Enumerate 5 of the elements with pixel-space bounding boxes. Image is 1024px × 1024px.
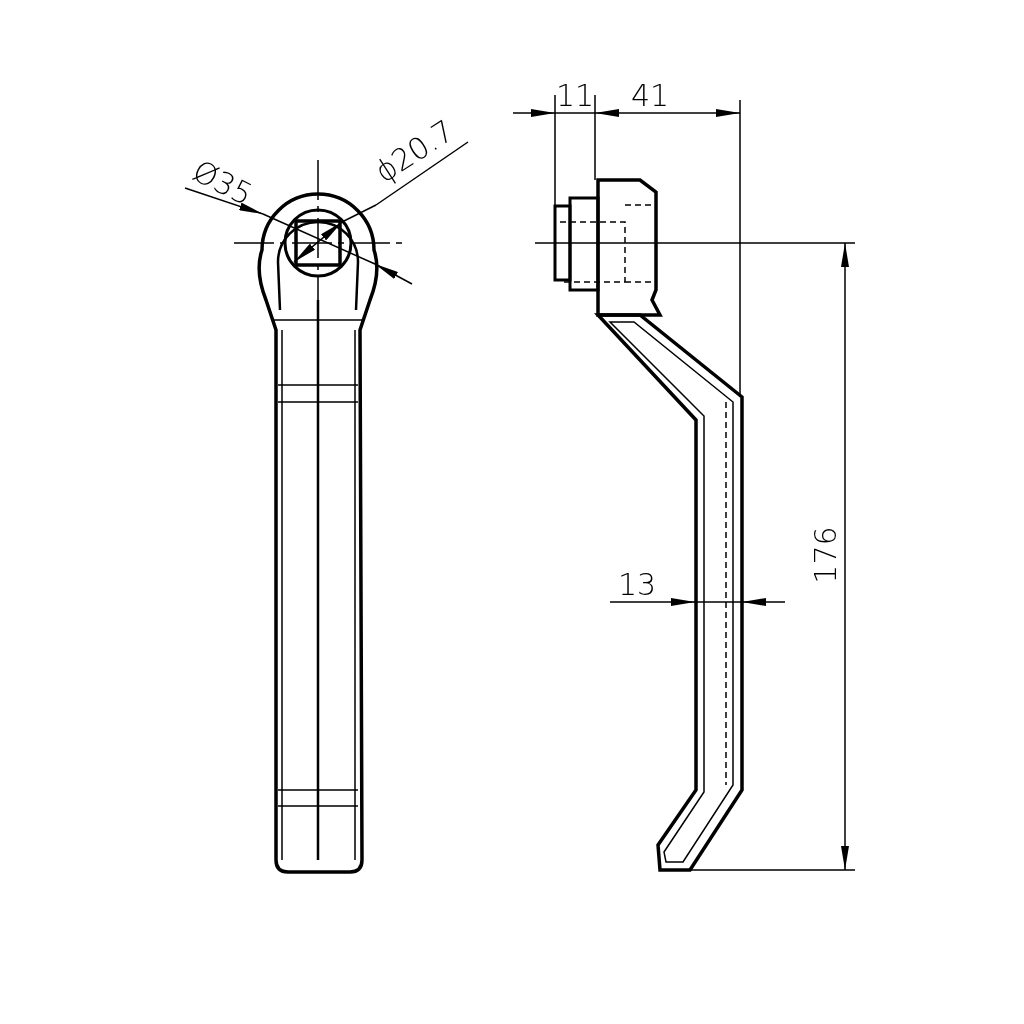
dimension-label: 41 <box>630 78 670 113</box>
dimension-label: 176 <box>808 526 843 584</box>
dimension-label: Ø35 <box>187 153 259 213</box>
dimension-label: 11 <box>555 78 595 113</box>
dimension-label: 13 <box>617 567 657 602</box>
